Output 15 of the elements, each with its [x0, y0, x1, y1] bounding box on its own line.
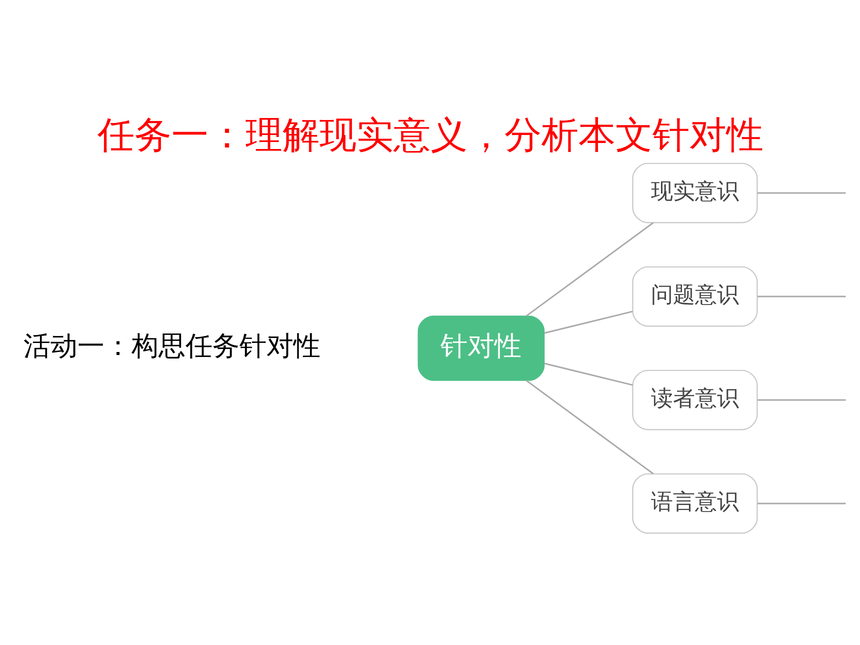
- connector: [543, 310, 632, 334]
- label: 活动一：构思任务针对性: [22, 330, 320, 362]
- connector: [525, 379, 654, 474]
- node-box: 问题意识: [632, 266, 758, 326]
- connector: [757, 192, 846, 194]
- connector: [543, 362, 632, 386]
- connector: [525, 222, 654, 316]
- connector: [757, 502, 846, 504]
- node-box: 针对性: [417, 315, 544, 380]
- connector: [757, 398, 846, 400]
- diagram-title: 任务一：理解现实意义，分析本文针对性: [97, 112, 763, 156]
- node-box: 现实意识: [632, 162, 758, 223]
- node-box: 语言意识: [632, 472, 758, 534]
- connector: [757, 295, 846, 297]
- node-box: 读者意识: [632, 369, 758, 430]
